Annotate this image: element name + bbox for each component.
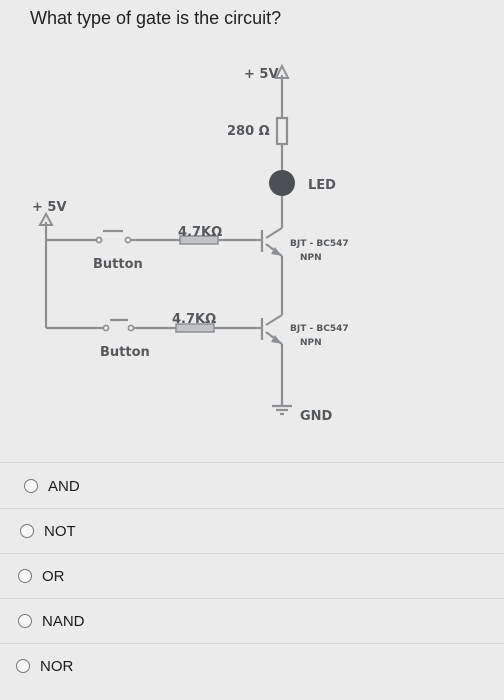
resistor-r1-body	[179, 235, 219, 245]
button-2-contact-left	[102, 324, 110, 332]
left-supply-label: + 5V	[32, 200, 67, 215]
divider	[0, 508, 504, 509]
option-nand[interactable]: NAND	[0, 601, 504, 641]
button-1-contact-left	[95, 236, 103, 244]
button-1-label: Button	[93, 257, 143, 272]
resistor-280-body	[275, 116, 289, 146]
ground-label: GND	[300, 409, 333, 424]
r2-label: 4.7KΩ	[172, 312, 216, 327]
option-label: OR	[42, 567, 65, 585]
top-supply-label: + 5V	[244, 67, 279, 82]
option-label: NAND	[42, 612, 85, 630]
option-label: NOR	[40, 657, 74, 675]
led-label: LED	[308, 178, 336, 193]
option-label: NOT	[44, 522, 76, 540]
divider	[0, 553, 504, 554]
divider	[0, 598, 504, 599]
q2-type-label: NPN	[300, 338, 322, 348]
q1-part-label: BJT - BC547	[290, 239, 349, 249]
option-nor[interactable]: NOR	[0, 646, 504, 686]
radio-or[interactable]	[18, 569, 32, 583]
question-text: What type of gate is the circuit?	[30, 8, 282, 28]
button-1-contact-right	[124, 236, 132, 244]
divider	[0, 643, 504, 644]
button-2-label: Button	[100, 345, 150, 360]
option-or[interactable]: OR	[0, 556, 504, 596]
r1-label: 4.7KΩ	[178, 225, 222, 240]
q1-collector	[265, 227, 283, 239]
option-label: AND	[48, 477, 80, 495]
q1-type-label: NPN	[300, 253, 322, 263]
option-and[interactable]: AND	[0, 466, 504, 506]
q2-part-label: BJT - BC547	[290, 324, 349, 334]
button-2-contact-right	[127, 324, 135, 332]
radio-not[interactable]	[20, 524, 34, 538]
divider	[0, 462, 504, 463]
q1-emitter-arrow-icon	[271, 247, 282, 256]
left-supply-arrow-icon	[38, 211, 54, 226]
resistor-280-label: 280 Ω	[227, 124, 270, 139]
q2-collector	[265, 314, 283, 326]
option-not[interactable]: NOT	[0, 511, 504, 551]
q2-emitter-arrow-icon	[271, 335, 282, 344]
radio-nor[interactable]	[16, 659, 30, 673]
led-circle	[269, 170, 295, 196]
radio-and[interactable]	[24, 479, 38, 493]
resistor-r2-body	[175, 323, 215, 333]
radio-nand[interactable]	[18, 614, 32, 628]
top-supply-arrow-icon	[274, 63, 290, 79]
circuit-diagram: + 5V 280 Ω LED + 5V Button Button 4.7KΩ …	[32, 63, 349, 424]
